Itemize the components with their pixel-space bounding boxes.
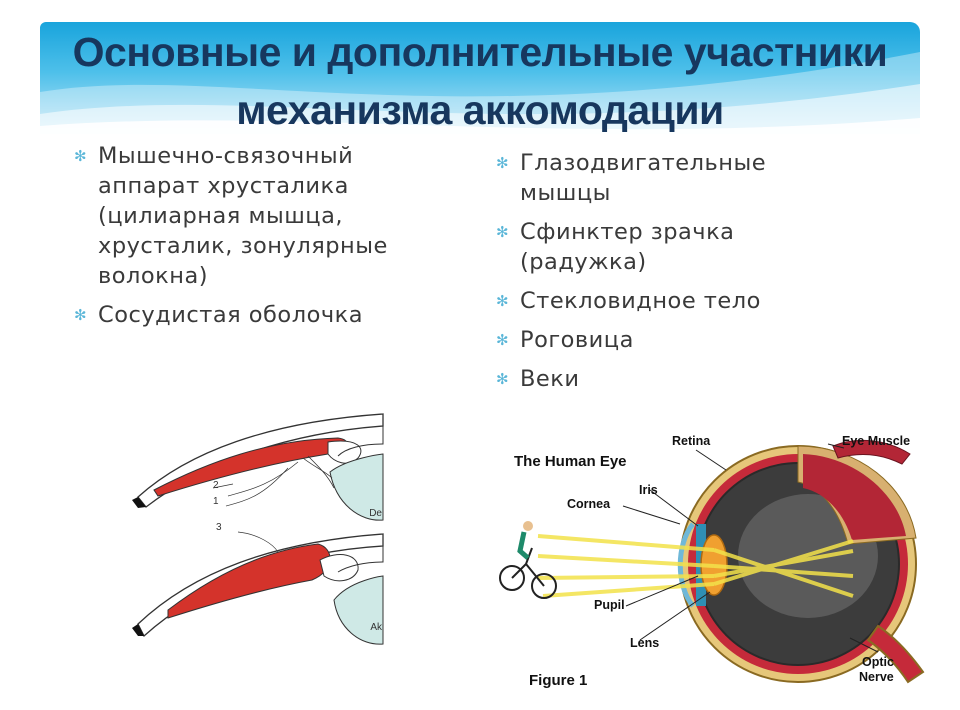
list-item: ✻ Глазодвигательные мышцы xyxy=(494,148,794,208)
eye-figure-title: The Human Eye xyxy=(514,453,627,470)
lens-label: Lens xyxy=(630,636,660,650)
list-item-label: Веки xyxy=(520,366,580,392)
ciliary-muscle-drawing: 2 1 De 3 Ak xyxy=(98,392,390,674)
list-item: ✻ Мышечно-связочный аппарат хрусталика (… xyxy=(72,141,402,291)
list-item-label: Сфинктер зрачка (радужка) xyxy=(520,219,735,275)
ciliary-label-2: 2 xyxy=(213,480,219,491)
ciliary-edge-label-top: De xyxy=(369,508,382,519)
asterisk-bullet-icon: ✻ xyxy=(74,306,88,324)
human-eye-drawing xyxy=(499,439,925,684)
ciliary-label-3: 3 xyxy=(216,522,222,533)
left-bullet-list: ✻ Мышечно-связочный аппарат хрусталика (… xyxy=(72,141,402,339)
list-item: ✻ Сфинктер зрачка (радужка) xyxy=(494,217,794,277)
asterisk-bullet-icon: ✻ xyxy=(496,154,510,172)
list-item-label: Мышечно-связочный аппарат хрусталика (ци… xyxy=(98,143,388,289)
optic-nerve-label-line1: Optic xyxy=(862,655,894,669)
human-eye-figure xyxy=(498,426,928,696)
header-banner xyxy=(40,22,920,134)
iris-label: Iris xyxy=(639,483,658,497)
list-item-label: Сосудистая оболочка xyxy=(98,302,364,328)
list-item: ✻ Стекловидное тело xyxy=(494,286,794,316)
pupil-label: Pupil xyxy=(594,598,625,612)
ciliary-label-1: 1 xyxy=(213,496,219,507)
asterisk-bullet-icon: ✻ xyxy=(496,331,510,349)
optic-nerve-label-line2: Nerve xyxy=(859,670,894,684)
retina-label: Retina xyxy=(672,434,711,448)
slide-title-line-2: механизма аккомодации xyxy=(236,87,724,133)
slide-title-line-1: Основные и дополнительные участники xyxy=(72,29,888,75)
cyclist-icon xyxy=(499,521,557,599)
ciliary-section-bottom: 3 Ak xyxy=(132,522,384,645)
list-item: ✻ Веки xyxy=(494,364,794,394)
eye-muscle-label: Eye Muscle xyxy=(842,434,911,448)
list-item-label: Роговица xyxy=(520,327,634,353)
list-item-label: Глазодвигательные мышцы xyxy=(520,150,767,206)
list-item-label: Стекловидное тело xyxy=(520,288,761,314)
list-item: ✻ Роговица xyxy=(494,325,794,355)
figure-caption: Figure 1 xyxy=(529,672,588,689)
ciliary-edge-label-bottom: Ak xyxy=(370,622,383,633)
asterisk-bullet-icon: ✻ xyxy=(496,292,510,310)
header-wave-decoration xyxy=(40,52,920,134)
ciliary-section-top: 2 1 De xyxy=(132,413,384,521)
asterisk-bullet-icon: ✻ xyxy=(74,147,88,165)
cornea-label: Cornea xyxy=(567,497,611,511)
asterisk-bullet-icon: ✻ xyxy=(496,223,510,241)
ciliary-muscle-figure: 2 1 De 3 Ak xyxy=(98,392,390,674)
list-item: ✻ Сосудистая оболочка xyxy=(72,300,402,330)
right-bullet-list: ✻ Глазодвигательные мышцы ✻ Сфинктер зра… xyxy=(494,148,794,403)
asterisk-bullet-icon: ✻ xyxy=(496,370,510,388)
